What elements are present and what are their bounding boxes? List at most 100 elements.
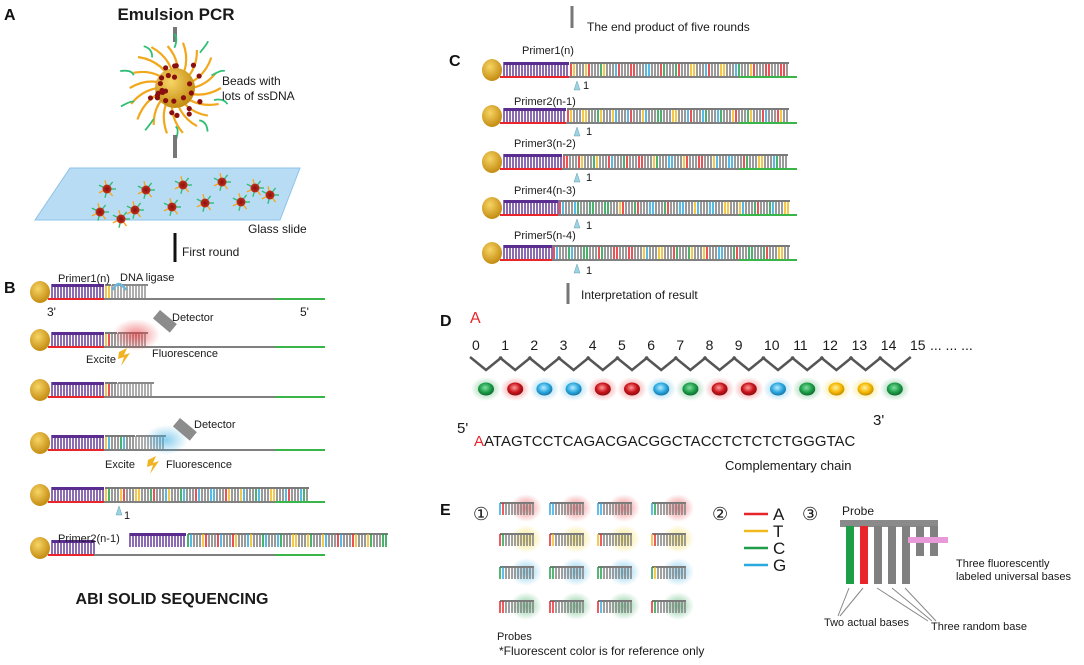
amplicon-dot (162, 88, 169, 94)
slide-bead-clusters (91, 173, 279, 228)
dinucleotide-bracket (790, 356, 824, 372)
ligated-backbone (567, 108, 789, 110)
subpanel-1-mark: ① (473, 504, 489, 524)
probes-label: Probes (497, 631, 532, 643)
marker-c-3: 1 (586, 172, 592, 184)
three-random-base-label: Three random base (931, 621, 1027, 633)
position-number: 10 (764, 337, 780, 353)
probe-backbone (550, 533, 584, 535)
primer1-c-label: Primer1(n) (522, 45, 574, 57)
amplicon-dot (190, 62, 197, 68)
color-call-dot (653, 382, 670, 396)
dinucleotide-bracket (878, 356, 912, 372)
probe-base (888, 526, 896, 584)
position-number: 7 (676, 337, 684, 353)
panel-c-rounds (482, 59, 797, 274)
amplicon-dot (147, 95, 154, 101)
glass-slide (34, 167, 301, 221)
color-call-dot (857, 382, 874, 396)
color-call-dot (507, 382, 524, 396)
position-number: 11 (793, 337, 808, 353)
amplicon-dot (163, 65, 169, 71)
position-marker-b: 1 (124, 510, 130, 522)
amplicon-dot (196, 73, 202, 79)
color-call-dot (770, 382, 786, 396)
primer-strand (143, 45, 153, 58)
panel-b-steps (30, 281, 388, 559)
probe-base (874, 526, 882, 584)
annotation-arrow (876, 587, 929, 622)
bead (482, 197, 502, 219)
probe-backbone (652, 533, 686, 535)
probe-backbone (500, 533, 534, 535)
annotation-arrow (891, 587, 933, 622)
primer2-label: Primer2(n-1) (58, 533, 120, 545)
ligase-icon (111, 282, 128, 291)
excite-lightning-icon (147, 456, 159, 474)
cluster-bead (178, 180, 188, 190)
marker-c-1: 1 (583, 80, 589, 92)
primer-strand (211, 69, 226, 77)
bead (30, 329, 50, 351)
probe-base (860, 526, 868, 584)
amplicon-dot (158, 75, 165, 81)
cluster-bead (236, 197, 246, 207)
legend-base-letter: C (773, 539, 785, 558)
color-call-dot (740, 382, 757, 396)
fluorescent-note: *Fluorescent color is for reference only (499, 644, 704, 658)
dinucleotide-bracket (732, 356, 766, 372)
fluorescent-label-bar (908, 537, 948, 543)
probe-backbone (500, 566, 534, 568)
ligated-backbone (105, 332, 117, 334)
color-call-dot (536, 382, 553, 396)
detector-label: Detector (172, 312, 214, 324)
position-ellipsis: ... ... ... (930, 337, 973, 353)
dinucleotide-bracket (586, 356, 620, 372)
complementary-chain-label: Complementary chain (725, 458, 851, 473)
position-number: 15 (910, 337, 926, 353)
probe-backbone (550, 566, 584, 568)
ligated-backbone (105, 487, 309, 489)
cluster-bead (217, 177, 227, 187)
ligated-backbone (105, 382, 117, 384)
amplicon-dot (163, 98, 169, 104)
legend-base-letter: A (773, 505, 785, 524)
primer-strand (120, 100, 135, 108)
color-call-dot (565, 382, 582, 396)
marker-c-4: 1 (586, 220, 592, 232)
dinucleotide-bracket (527, 356, 562, 372)
primer5-c-label: Primer5(n-4) (514, 230, 576, 242)
primer-backbone (504, 108, 566, 111)
subpanel-2-mark: ② (712, 504, 728, 524)
color-call-dot (828, 382, 845, 396)
cluster-bead (130, 205, 140, 215)
five-prime-label: 5' (300, 305, 309, 319)
dinucleotide-bracket (702, 356, 737, 372)
annotation-arrow (839, 587, 864, 617)
probe-backbone (598, 533, 632, 535)
position-pointer-icon (573, 218, 581, 229)
probe-backbone (598, 600, 632, 602)
primer-backbone (504, 154, 562, 157)
panel-e-label: E (440, 502, 451, 519)
probe-backbone (652, 566, 686, 568)
dinucleotide-bracket (673, 356, 708, 372)
fluorescence-label-2: Fluorescence (166, 459, 232, 471)
dinucleotide-bracket (615, 356, 649, 372)
position-pointer-icon (573, 126, 581, 137)
primer-backbone (52, 487, 104, 490)
primer-strand (213, 98, 229, 105)
primer-backbone (52, 332, 104, 335)
probe-backbone (550, 502, 584, 504)
amplicon-dot (188, 90, 194, 96)
three-prime-label: 3' (47, 305, 56, 319)
fluorescence-label: Fluorescence (152, 348, 218, 360)
dinucleotide-bracket (848, 356, 883, 372)
color-call-dot (478, 382, 494, 396)
amplicon-dot (155, 90, 161, 96)
amplicon-dot (165, 72, 171, 79)
amplicon-dot (171, 74, 178, 80)
cluster-bead (167, 202, 177, 212)
dinucleotide-bracket (498, 356, 532, 372)
